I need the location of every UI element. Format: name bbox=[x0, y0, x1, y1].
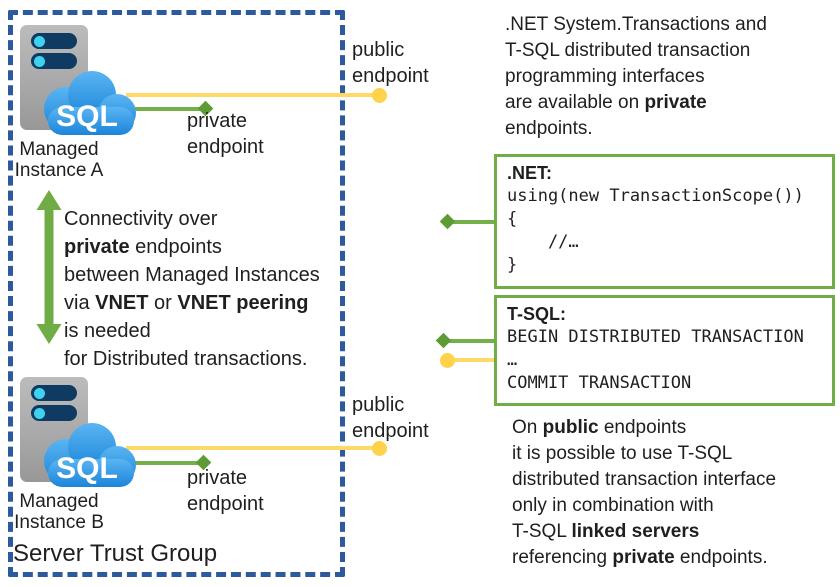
tsql-box-private-connector-arrowhead bbox=[435, 332, 452, 349]
tsql-box-private-connector-line bbox=[446, 339, 496, 343]
server-led-icon bbox=[34, 387, 45, 399]
server-trust-group-boundary bbox=[8, 10, 345, 577]
tsql-box-public-connector-dot bbox=[440, 353, 455, 368]
sql-cloud-icon: SQL bbox=[44, 71, 136, 135]
private-endpoint-line-b bbox=[133, 461, 203, 465]
server-trust-group-label: Server Trust Group bbox=[13, 540, 218, 567]
public-endpoint-line-a bbox=[126, 93, 378, 97]
server-led-icon bbox=[34, 55, 45, 67]
tsql-box-title: T-SQL: bbox=[507, 304, 566, 324]
tsql-code-box: T-SQL: BEGIN DISTRIBUTED TRANSACTION…COM… bbox=[494, 295, 835, 406]
tsql-box-code: BEGIN DISTRIBUTED TRANSACTION…COMMIT TRA… bbox=[507, 327, 804, 393]
server-bar-icon bbox=[31, 385, 77, 401]
public-endpoint-dot-b bbox=[372, 441, 387, 456]
net-box-connector-arrowhead bbox=[439, 213, 456, 230]
sql-managed-instance-icon-b: SQL bbox=[20, 377, 140, 489]
sql-managed-instance-icon-a: SQL bbox=[20, 25, 140, 137]
sql-cloud-icon: SQL bbox=[44, 423, 136, 487]
net-box-code: using(new TransactionScope()){ //…} bbox=[507, 186, 804, 275]
server-led-icon bbox=[34, 35, 45, 47]
tsql-box-public-connector-line bbox=[449, 358, 496, 362]
net-box-title: .NET: bbox=[507, 163, 552, 183]
net-code-box: .NET: using(new TransactionScope()){ //…… bbox=[494, 154, 835, 289]
server-led-icon bbox=[34, 407, 45, 419]
server-bar-icon bbox=[31, 53, 77, 69]
sql-cloud-text: SQL bbox=[56, 452, 118, 485]
sql-cloud-text: SQL bbox=[56, 100, 118, 133]
vnet-connectivity-arrow bbox=[36, 190, 62, 344]
server-bar-icon bbox=[31, 405, 77, 421]
net-box-connector-line bbox=[450, 220, 496, 224]
server-bar-icon bbox=[31, 33, 77, 49]
public-endpoint-dot-a bbox=[372, 88, 387, 103]
private-endpoint-line-a bbox=[133, 107, 205, 111]
public-endpoint-line-b bbox=[126, 446, 378, 450]
